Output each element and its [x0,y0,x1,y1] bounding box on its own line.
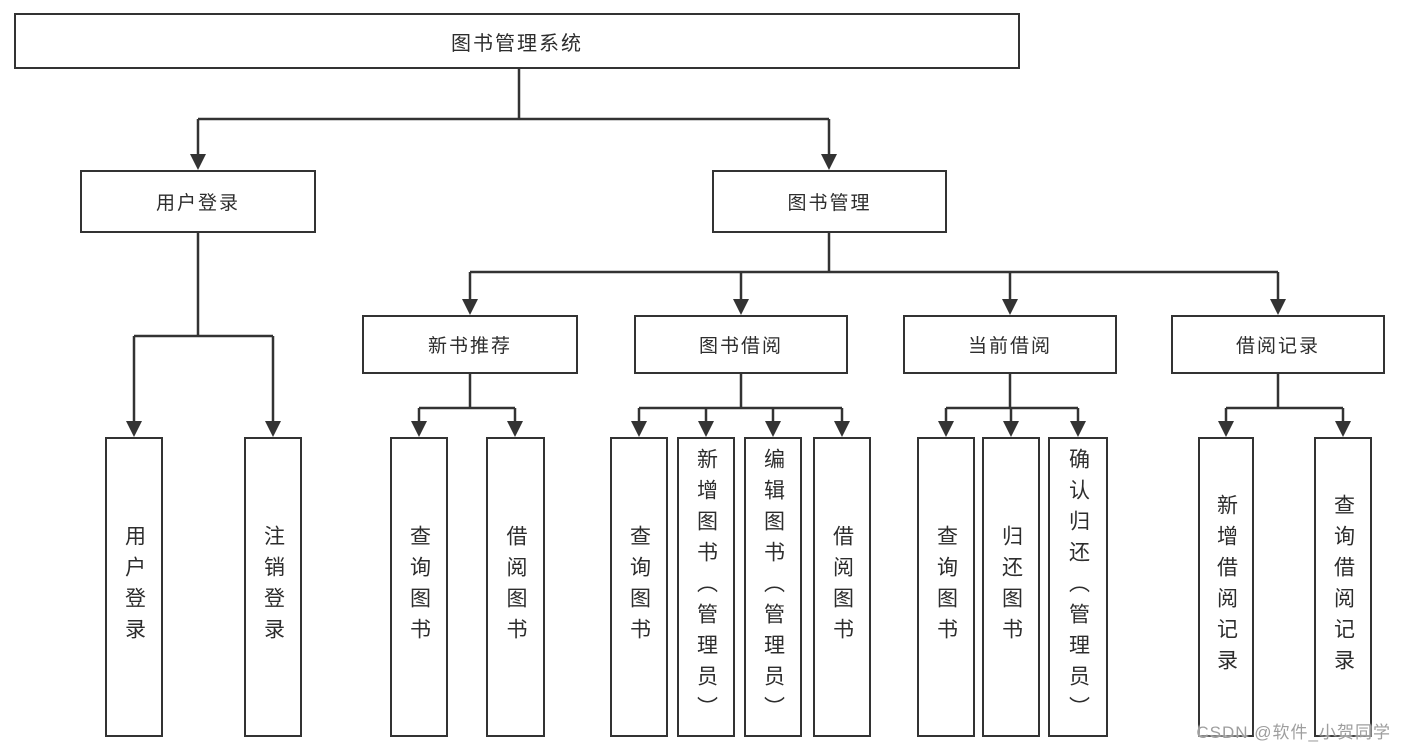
node-book-management: 图书管理 [712,170,947,233]
node-label: 查询借阅记录 [1331,494,1355,680]
node-label: 图书管理系统 [451,32,583,55]
leaf-add-borrow-record: 新增借阅记录 [1198,437,1254,737]
node-new-book-recommendation: 新书推荐 [362,315,578,374]
node-library-system: 图书管理系统 [14,13,1020,69]
leaf-edit-book-admin: 编辑图书（管理员） [744,437,802,737]
leaf-borrow-books-recommend: 借阅图书 [486,437,545,737]
csdn-watermark: CSDN @软件_小贺同学 [1196,723,1391,742]
node-label: 用户登录 [155,193,240,214]
leaf-add-book-admin: 新增图书（管理员） [677,437,735,737]
leaf-query-books-current: 查询图书 [917,437,975,737]
node-label: 当前借阅 [967,336,1052,357]
node-book-borrowing: 图书借阅 [634,315,848,374]
node-label: 用户登录 [122,525,146,649]
leaf-borrow-books-borrowing: 借阅图书 [813,437,871,737]
node-user-login: 用户登录 [80,170,316,233]
node-label: 注销登录 [261,525,285,649]
leaf-logout: 注销登录 [244,437,302,737]
node-label: 查询图书 [934,525,958,649]
node-label: 借阅图书 [830,525,854,649]
node-current-borrowing: 当前借阅 [903,315,1117,374]
leaf-confirm-return-admin: 确认归还（管理员） [1048,437,1108,737]
node-borrowing-records: 借阅记录 [1171,315,1385,374]
node-label: 借阅图书 [504,525,527,649]
leaf-query-books-borrowing: 查询图书 [610,437,668,737]
node-label: 确认归还（管理员） [1066,447,1090,727]
node-label: 借阅记录 [1235,336,1320,357]
node-label: 归还图书 [999,525,1023,649]
node-label: 查询图书 [407,525,431,649]
node-label: 新增图书（管理员） [694,447,718,727]
node-label: 图书管理 [787,193,872,214]
node-label: 查询图书 [627,525,651,649]
leaf-query-books-recommend: 查询图书 [390,437,448,737]
leaf-return-book: 归还图书 [982,437,1040,737]
node-label: 编辑图书（管理员） [761,447,785,727]
leaf-query-borrow-record: 查询借阅记录 [1314,437,1372,737]
node-label: 新书推荐 [427,336,512,357]
leaf-user-login: 用户登录 [105,437,163,737]
node-label: 新增借阅记录 [1214,494,1238,680]
node-label: 图书借阅 [698,336,783,357]
